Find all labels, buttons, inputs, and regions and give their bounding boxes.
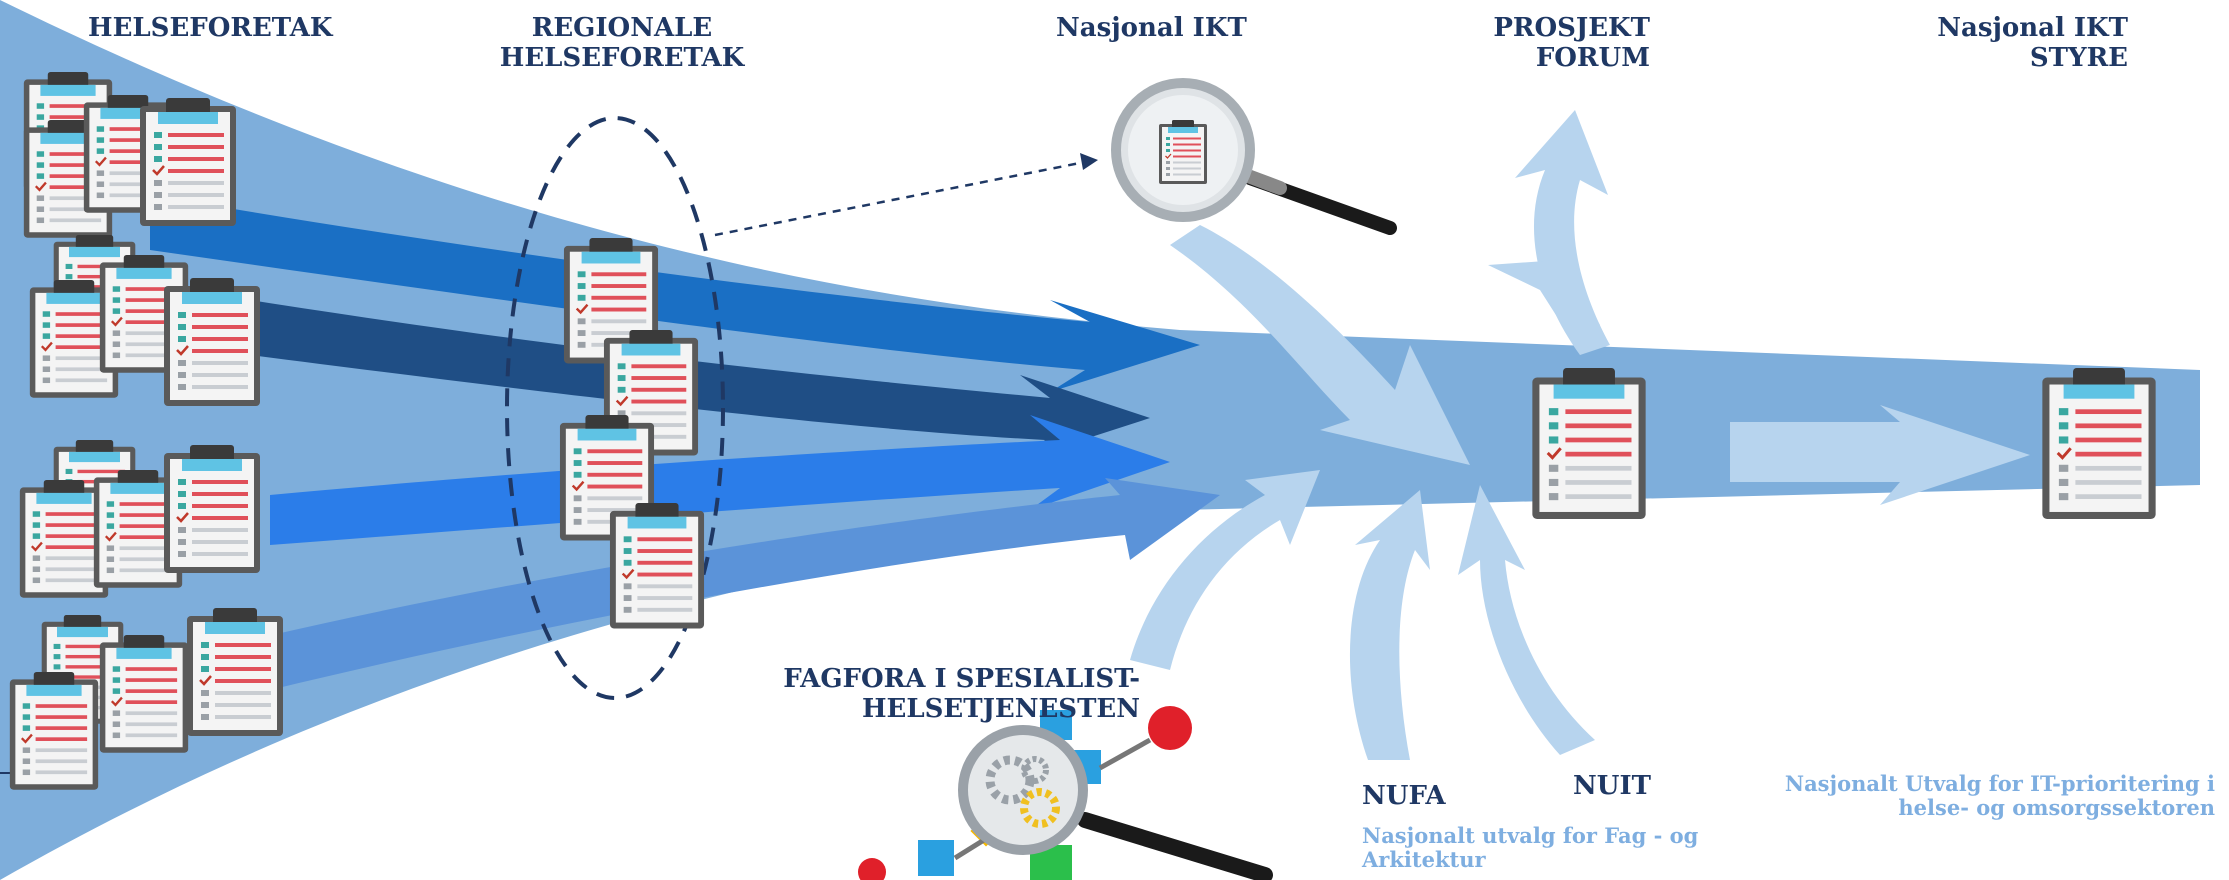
- clipboard-checklist-icon: [138, 96, 238, 228]
- prosjekt-line-2: FORUM: [1535, 42, 1650, 73]
- flow-arrow-4: [250, 478, 1220, 690]
- styre-line-2: STYRE: [2029, 42, 2128, 73]
- light-arrow-prosjekt-forum: [1515, 110, 1610, 355]
- nufa-label: NUFA: [1362, 781, 1446, 811]
- light-arrow-to-styre: [1730, 405, 2030, 505]
- nuit-desc-line-1: Nasjonalt Utvalg for IT-prioritering i: [1784, 771, 2215, 796]
- regionale-line-1: REGIONALE: [531, 13, 713, 43]
- magnifying-glass-gears-icon: [858, 706, 1273, 880]
- flow-arrow-2: [250, 300, 1150, 460]
- nasjonal-ikt-label: Nasjonal IKT: [1056, 13, 1247, 43]
- dashed-arrow-to-review: [714, 160, 1086, 237]
- nasjonal-ikt-styre-label: Nasjonal IKT STYRE: [1880, 13, 2128, 74]
- dashed-arrow-head: [1080, 153, 1098, 170]
- prosjekt-line-1: PROSJEKT: [1493, 13, 1650, 43]
- nuit-description: Nasjonalt Utvalg for IT-prioritering i h…: [1680, 771, 2215, 821]
- light-arrow-prosjekt-forum-left: [1488, 260, 1600, 345]
- regionale-line-2: HELSEFORETAK: [499, 42, 745, 73]
- nufa-desc-line-2: Arkitektur: [1362, 847, 1486, 873]
- fagfora-line-2: HELSETJENESTEN: [861, 693, 1140, 724]
- nuit-label: NUIT: [1573, 771, 1651, 801]
- clipboard-checklist-icon: [185, 606, 285, 738]
- styre-line-1: Nasjonal IKT: [1937, 13, 2128, 43]
- nufa-desc-line-1: Nasjonalt utvalg for Fag - og: [1362, 823, 1699, 848]
- nufa-description: Nasjonalt utvalg for Fag - og Arkitektur: [1362, 823, 1699, 873]
- prosjekt-forum-label: PROSJEKT FORUM: [1440, 13, 1650, 74]
- clipboard-checklist-icon: [162, 276, 262, 408]
- helseforetak-label: HELSEFORETAK: [88, 13, 333, 43]
- nuit-desc-line-2: helse- og omsorgssektoren: [1898, 795, 2215, 821]
- fagfora-label: FAGFORA I SPESIALIST- HELSETJENESTEN: [700, 664, 1140, 725]
- magnifying-glass-icon: [1111, 78, 1397, 235]
- regional-selection-ellipse: [505, 116, 725, 700]
- fagfora-line-1: FAGFORA I SPESIALIST-: [783, 664, 1140, 694]
- light-arrow-from-nufa: [1349, 490, 1430, 760]
- styre-clipboard: [2040, 366, 2158, 521]
- light-arrow-from-fagfora: [1130, 470, 1320, 670]
- clipboard-checklist-icon: [162, 443, 262, 575]
- light-arrow-from-nuit: [1458, 485, 1595, 755]
- regionale-helseforetak-label: REGIONALE HELSEFORETAK: [482, 13, 762, 74]
- flow-arrow-1: [150, 195, 1200, 392]
- prosjekt-forum-clipboard: [1530, 366, 1648, 521]
- light-arrow-from-nasjonal-ikt: [1170, 225, 1470, 465]
